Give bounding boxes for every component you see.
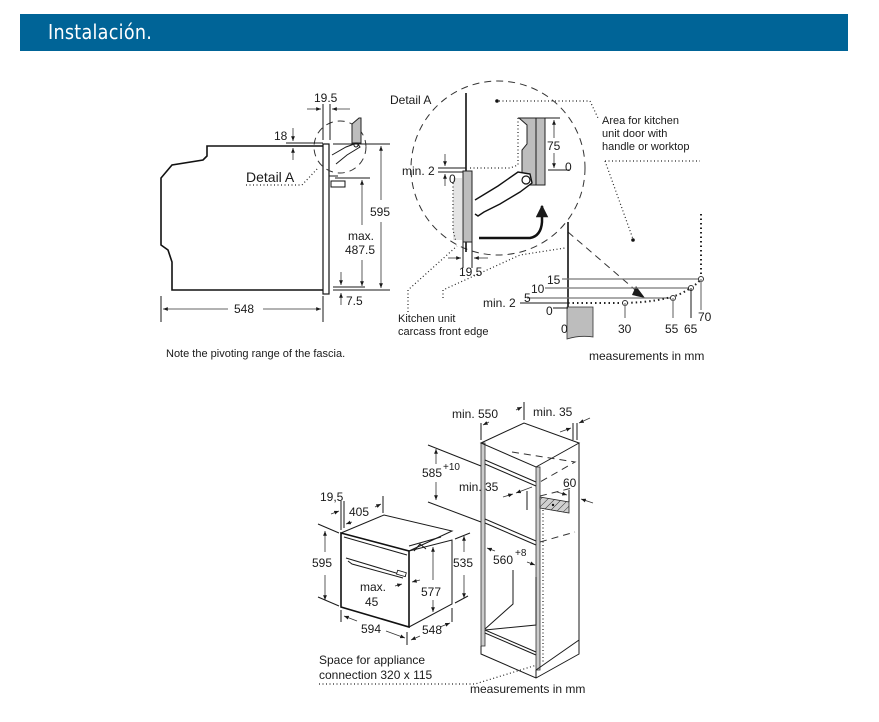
dim-19-5-iso: 19,5: [320, 490, 344, 504]
callout-area-line1: Area for kitchen: [602, 115, 679, 127]
header-bar: Instalación.: [20, 14, 848, 51]
connection-line2: connection 320 x 115: [319, 668, 433, 682]
dim-19-5-side: 19.5: [314, 91, 338, 105]
graph-x-65: 65: [684, 322, 698, 336]
dim-75: 75: [547, 139, 561, 153]
side-view-diagram: 548 595 max. 487.5 7.5 18 19.5 Detail A …: [160, 91, 390, 360]
detail-a-circle-small: [313, 120, 367, 174]
dim-60: 60: [563, 476, 577, 490]
callout-area-line3: handle or worktop: [602, 141, 689, 153]
dim-595-side: 595: [370, 205, 390, 219]
detail-a-diagram: Detail A 75 0 min. 2 0: [390, 80, 700, 338]
dim-548-iso: 548: [422, 623, 442, 637]
dim-577: 577: [421, 585, 441, 599]
cabinet-isometric: min. 550 min. 35 585 +10 min. 35 60 560 …: [422, 402, 594, 679]
graph-y-0: 0: [546, 304, 553, 318]
units-note-top: measurements in mm: [589, 349, 704, 363]
graph-x-70: 70: [698, 310, 712, 324]
dim-585-tolerance: +10: [443, 462, 460, 473]
connection-line1: Space for appliance: [319, 653, 425, 667]
dim-560: 560: [493, 553, 513, 567]
dim-18: 18: [274, 129, 288, 143]
pivot-note: Note the pivoting range of the fascia.: [166, 348, 345, 360]
oven-fascia: [322, 143, 330, 295]
dim-7-5: 7.5: [346, 294, 363, 308]
page-title: Instalación.: [48, 20, 153, 44]
dim-595-iso: 595: [312, 556, 332, 570]
dim-594: 594: [361, 622, 381, 636]
detail-a-circle-large: [410, 80, 586, 256]
dim-min-550: min. 550: [452, 407, 498, 421]
dim-min-35-top: min. 35: [533, 405, 573, 419]
dim-560-tolerance: +8: [515, 548, 527, 559]
graph-y-5: 5: [524, 291, 531, 305]
graph-x-30: 30: [618, 322, 632, 336]
callout-area-line2: unit door with: [602, 128, 667, 140]
units-note-bottom: measurements in mm: [470, 682, 585, 696]
oven-isometric: 19,5 405 595 max. 45 577 535 594: [312, 490, 585, 696]
dim-min-35-mid: min. 35: [459, 480, 499, 494]
dim-535: 535: [453, 556, 473, 570]
label-max-side: max.: [348, 229, 374, 243]
graph-y-min-2: min. 2: [483, 296, 516, 310]
callout-carcass-line1: Kitchen unit: [398, 313, 455, 325]
graph-x-55: 55: [665, 322, 679, 336]
dim-min-2-detail: min. 2: [402, 164, 435, 178]
dim-548: 548: [234, 302, 254, 316]
graph-y-15: 15: [547, 273, 561, 287]
dim-19-5-detail: 19.5: [459, 265, 483, 279]
dim-487-5: 487.5: [345, 243, 375, 257]
graph-y-10: 10: [531, 282, 545, 296]
pivot-arrow: [479, 204, 549, 240]
pivot-range-graph: 15 10 5 min. 2 0 0 30 55 65 70 measureme…: [483, 212, 712, 363]
dim-0-detail-left: 0: [449, 172, 456, 186]
callout-carcass-line2: carcass front edge: [398, 326, 489, 338]
detail-a-ref: Detail A: [246, 169, 295, 185]
dim-45: 45: [365, 595, 379, 609]
dim-585: 585: [422, 466, 442, 480]
oven-side-outline: [160, 145, 323, 291]
label-max-iso: max.: [360, 580, 386, 594]
dim-0-detail-top: 0: [565, 160, 572, 174]
dim-405: 405: [349, 505, 369, 519]
detail-a-title: Detail A: [390, 93, 431, 107]
graph-x-0: 0: [561, 322, 568, 336]
